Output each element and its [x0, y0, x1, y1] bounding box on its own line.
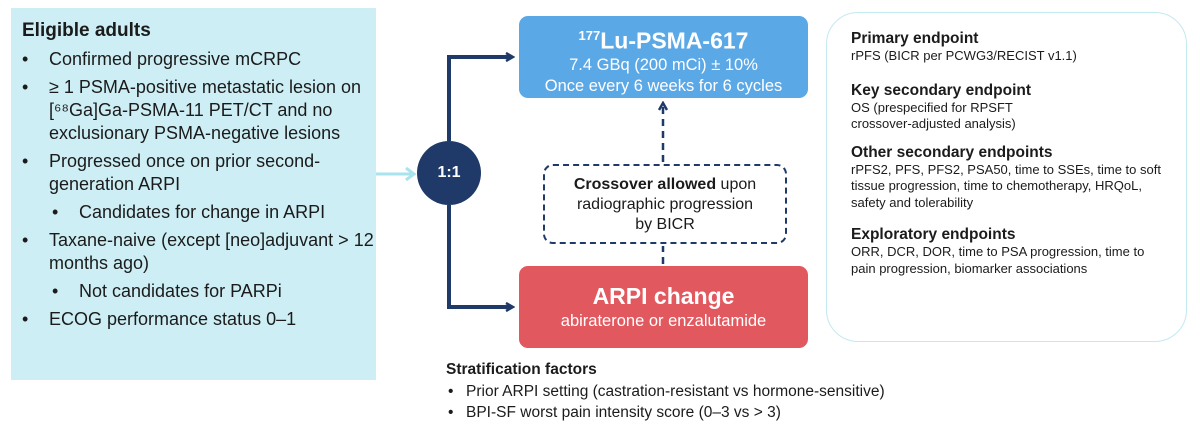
isotope-mass-number: 177 — [578, 28, 601, 43]
lu-psma-arm-box: 177Lu-PSMA-617 7.4 GBq (200 mCi) ± 10% O… — [519, 16, 808, 98]
eligibility-item: Progressed once on prior second-generati… — [22, 150, 376, 196]
eligibility-item: ≥ 1 PSMA-positive metastatic lesion on [… — [22, 76, 376, 145]
lu-psma-arm-title: 177Lu-PSMA-617 — [578, 27, 749, 54]
endpoint-heading: Other secondary endpoints — [851, 143, 1053, 161]
crossover-line-2: radiographic progression — [576, 196, 754, 213]
lu-psma-arm-dose: 7.4 GBq (200 mCi) ± 10% — [569, 55, 758, 74]
endpoint-heading: Key secondary endpoint — [851, 81, 1032, 99]
arpi-change-arm-subtitle: abiraterone or enzalutamide — [560, 312, 767, 330]
crossover-box: Crossover allowed upon radiographic prog… — [543, 164, 787, 244]
eligibility-subitem: Candidates for change in ARPI — [22, 201, 376, 224]
eligibility-item: Confirmed progressive mCRPC — [22, 48, 376, 71]
stratification-factors: Stratification factors Prior ARPI settin… — [446, 360, 1006, 423]
eligibility-item: Taxane-naive (except [neo]adjuvant > 12 … — [22, 229, 376, 275]
eligibility-title: Eligible adults — [22, 20, 151, 41]
randomization-ratio-label: 1:1 — [437, 164, 461, 181]
eligibility-list: Confirmed progressive mCRPC ≥ 1 PSMA-pos… — [22, 48, 376, 331]
eligibility-subitem: Not candidates for PARPi — [22, 280, 376, 303]
endpoint-text: rPFS2, PFS, PFS2, PSA50, time to SSEs, t… — [851, 161, 1161, 210]
stratification-list: Prior ARPI setting (castration-resistant… — [446, 381, 1006, 423]
endpoint-heading: Primary endpoint — [851, 30, 979, 47]
stratification-item: Prior ARPI setting (castration-resistant… — [446, 381, 1006, 402]
crossover-line-3: by BICR — [635, 216, 695, 233]
endpoint-block-primary: Primary endpoint rPFS (BICR per PCWG3/RE… — [851, 29, 1186, 65]
endpoint-block-exploratory: Exploratory endpoints ORR, DCR, DOR, tim… — [851, 225, 1186, 277]
eligibility-panel: Eligible adults Confirmed progressive mC… — [11, 8, 376, 380]
endpoint-heading: Exploratory endpoints — [851, 226, 1016, 243]
eligibility-item: ECOG performance status 0–1 — [22, 308, 376, 331]
stratification-item: BPI-SF worst pain intensity score (0–3 v… — [446, 402, 1006, 423]
endpoint-block-key-secondary: Key secondary endpoint OS (prespecified … — [851, 81, 1186, 133]
randomization-ratio-badge: 1:1 — [417, 141, 481, 205]
lu-psma-arm-schedule: Once every 6 weeks for 6 cycles — [544, 76, 783, 95]
stratification-title: Stratification factors — [446, 361, 597, 378]
endpoint-text: rPFS (BICR per PCWG3/RECIST v1.1) — [851, 48, 1077, 63]
arpi-change-arm-title: ARPI change — [592, 283, 735, 309]
endpoint-text: ORR, DCR, DOR, time to PSA progression, … — [851, 244, 1145, 276]
endpoint-text: OS (prespecified for RPSFT crossover-adj… — [851, 99, 1016, 132]
crossover-line-1: Crossover allowed upon — [573, 176, 757, 193]
arrow-to-lu-arm — [447, 57, 512, 141]
arpi-change-arm-box: ARPI change abiraterone or enzalutamide — [519, 266, 808, 348]
endpoint-block-other-secondary: Other secondary endpoints rPFS2, PFS, PF… — [851, 143, 1186, 212]
arrow-to-arpi-arm — [447, 205, 512, 307]
endpoints-panel: Primary endpoint rPFS (BICR per PCWG3/RE… — [826, 12, 1187, 342]
